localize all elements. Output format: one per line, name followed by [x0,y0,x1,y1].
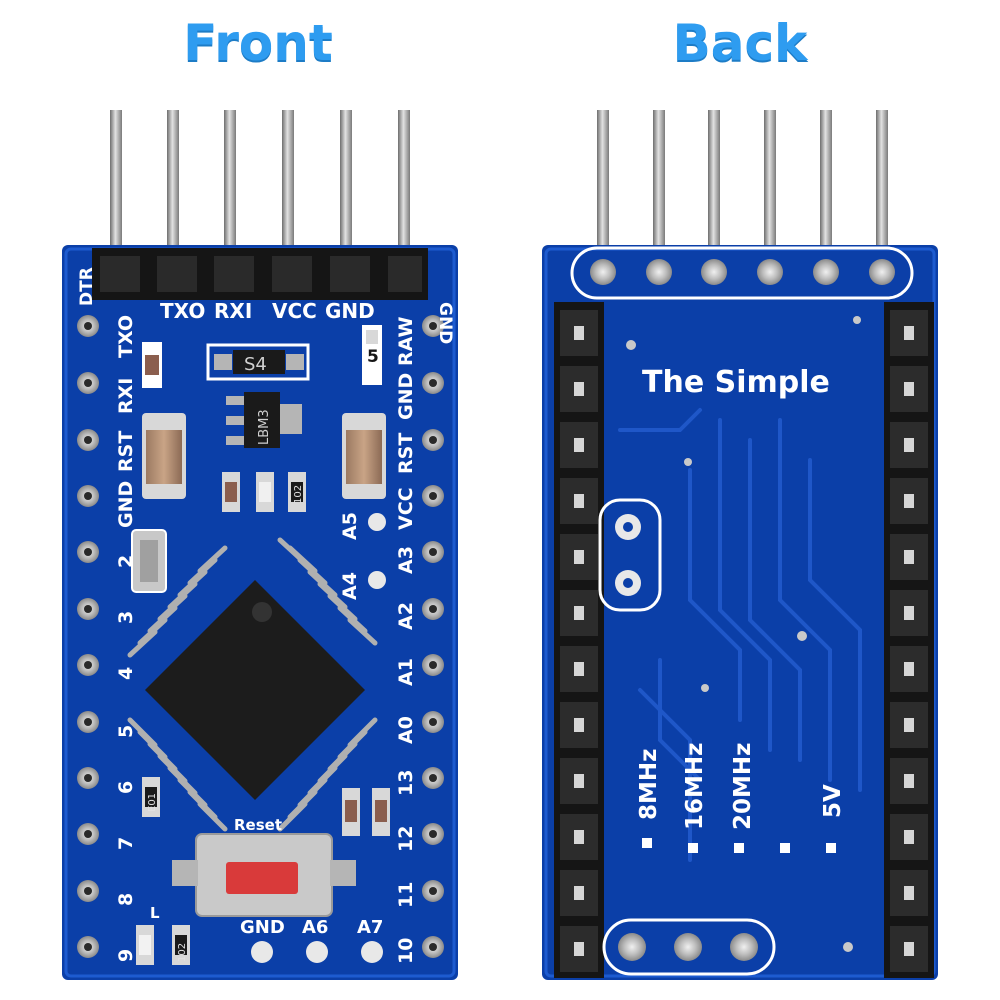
back-title: The Simple [642,365,830,400]
back-freq-label: 16MHz [682,742,708,830]
front-left-pin-label: RST [115,431,137,472]
front-gnd-edge-label: GND [435,302,455,344]
back-silkscreen: The Simple 8MHz 16MHz 20MHz 5V [636,365,846,830]
front-bottom-pin-label: GND [240,917,285,938]
resistor-led-marking: 102 [177,943,188,962]
front-mcu-chip [145,580,365,800]
front-right-pin-label: RST [395,433,417,474]
front-right-pin-label: A3 [395,546,417,574]
led-label: L [150,904,160,922]
front-side-pads [77,315,444,963]
front-bottom-pin-label: A6 [302,917,328,938]
front-board: DTR GND TXO RXI VCC GND TXO RXI RST GND … [62,110,458,980]
front-left-pin-label: 9 [115,949,137,962]
front-header-housing [92,248,428,300]
front-right-pin-label: A1 [395,658,417,686]
front-right-pin-label: 10 [395,938,417,964]
front-left-pin-label: 3 [115,611,137,624]
front-header-label: VCC [272,299,317,323]
back-freq-label: 5V [820,784,846,818]
front-inner-pin-label: A4 [339,572,361,600]
front-header-label: TXO [160,299,205,323]
front-left-pin-label: 5 [115,725,137,738]
front-left-pin-label: 8 [115,893,137,906]
front-right-pin-label: A2 [395,602,417,630]
front-left-pin-label: TXO [115,315,137,358]
back-freq-label: 8MHz [636,748,662,820]
front-right-pin-label: RAW [395,317,417,366]
back-freq-label: 20MHz [730,742,756,830]
front-silkscreen: DTR GND TXO RXI VCC GND TXO RXI RST GND … [77,267,455,964]
front-right-pin-label: 13 [395,770,417,796]
diode-marking: S4 [244,354,267,375]
jumper-label: 5 [367,347,379,367]
regulator-marking: LBM3 [257,409,272,445]
front-left-pin-label: 6 [115,781,137,794]
resistor-power-marking: 102 [293,485,304,504]
front-heading: Front [183,14,333,72]
back-traces [618,408,862,862]
front-left-pin-label: RXI [115,378,137,414]
back-bottom-pads [618,933,758,961]
front-header-label: GND [325,299,375,323]
crystal-marking: E01 [147,793,158,812]
back-side-headers [554,302,934,978]
front-right-pin-label: 12 [395,826,417,852]
front-right-pin-label: VCC [395,487,417,530]
back-top-pads [590,259,895,285]
front-components [127,325,390,965]
back-header-pins [597,110,888,270]
front-right-pin-label: GND [395,373,417,420]
front-inner-pin-label: A5 [339,512,361,540]
front-left-pin-label: 7 [115,837,137,850]
front-bottom-pin-label: A7 [357,917,383,938]
front-left-pin-label: 4 [115,667,137,680]
front-right-pin-label: 11 [395,882,417,908]
front-header-label: RXI [214,299,252,323]
front-right-pin-label: A0 [395,716,417,744]
back-board: The Simple 8MHz 16MHz 20MHz 5V [542,110,938,980]
front-dtr-label: DTR [77,267,97,306]
back-heading: Back [672,14,808,72]
front-left-pin-label: 2 [115,555,137,568]
front-left-pin-label: GND [115,481,137,528]
reset-label: Reset [234,816,282,834]
front-header-pins [110,110,410,260]
